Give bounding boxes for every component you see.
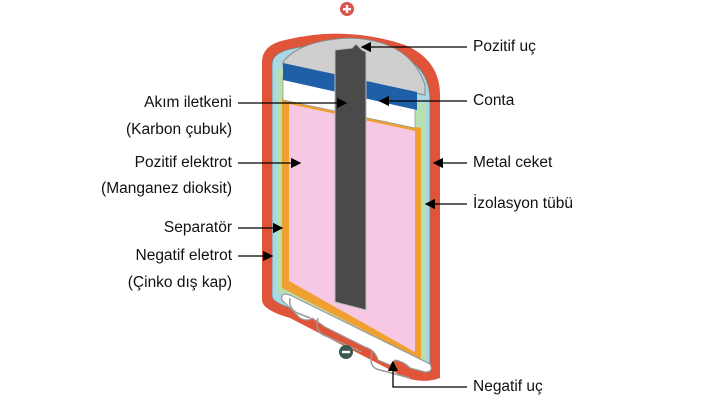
carbon-rod xyxy=(334,43,367,311)
label-insulation-tube: İzolasyon tübü xyxy=(473,195,573,212)
label-negative-terminal: Negatif uç xyxy=(473,378,543,395)
label-current-collector: Akım iletkeni xyxy=(144,94,232,111)
label-separator: Separatör xyxy=(163,219,232,236)
label-zinc-can: (Çinko dış kap) xyxy=(127,274,232,291)
negative-symbol-icon xyxy=(339,345,353,359)
label-positive-terminal: Pozitif uç xyxy=(473,38,536,55)
label-gasket: Conta xyxy=(473,92,515,109)
leader-lines xyxy=(238,41,467,388)
label-negative-electrode: Negatif eletrot xyxy=(135,247,233,264)
label-manganese-dioxide: (Manganez dioksit) xyxy=(101,180,232,197)
label-carbon-rod: (Karbon çubuk) xyxy=(126,121,232,138)
label-positive-electrode: Pozitif elektrot xyxy=(134,154,232,171)
positive-symbol-icon xyxy=(340,2,354,16)
label-metal-jacket: Metal ceket xyxy=(473,154,553,171)
